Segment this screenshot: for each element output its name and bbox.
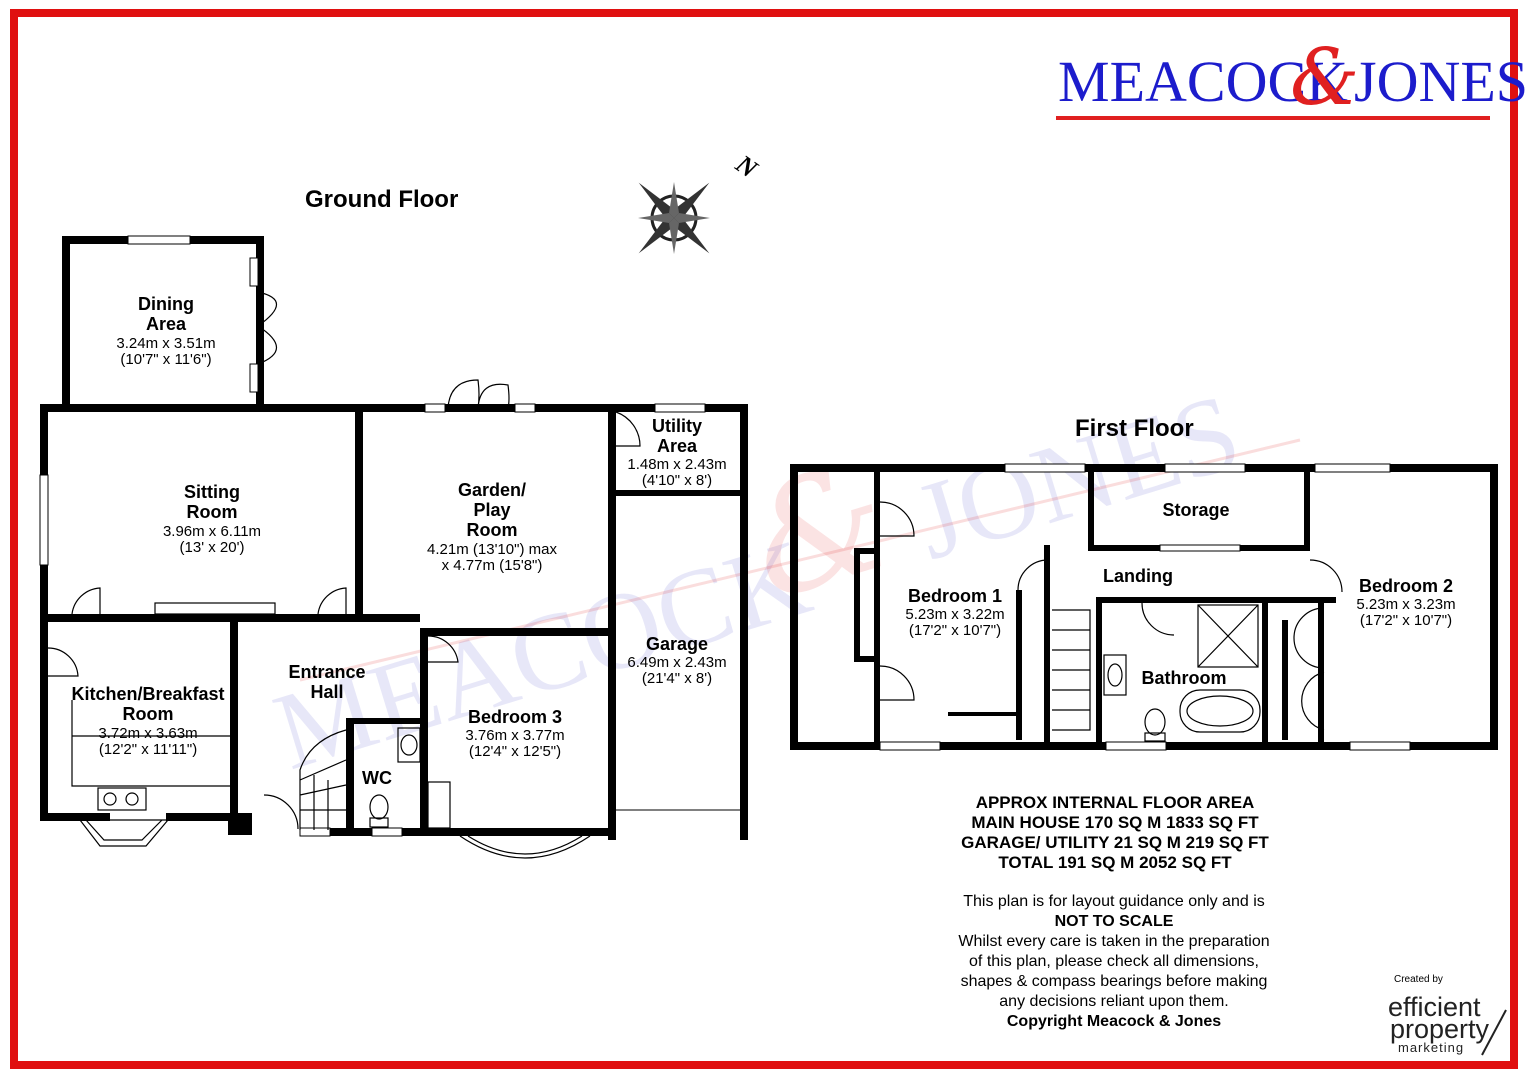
storage-name: Storage [1162,500,1229,520]
hall-name-1: Entrance [288,662,365,682]
brand-name-right: JONES [1354,49,1528,114]
bedroom3-metric: 3.76m x 3.77m [465,727,564,744]
garden-name-1: Garden/ [458,480,526,500]
garage-metric: 6.49m x 2.43m [627,654,726,671]
disclaimer-line-4: of this plan, please check all dimension… [969,953,1259,970]
area-line-3: GARAGE/ UTILITY 21 SQ M 219 SQ FT [961,833,1269,852]
area-summary: APPROX INTERNAL FLOOR AREA MAIN HOUSE 17… [961,793,1269,872]
area-line-1: APPROX INTERNAL FLOOR AREA [976,793,1255,812]
bedroom2-name: Bedroom 2 [1359,576,1453,596]
sitting-imperial: (13' x 20') [180,539,245,556]
bedroom3-name: Bedroom 3 [468,707,562,727]
brand-ampersand: & [1290,33,1359,123]
kitchen-metric: 3.72m x 3.63m [98,725,197,742]
sitting-name-1: Sitting [184,482,240,502]
disclaimer-line-1: This plan is for layout guidance only an… [963,893,1265,910]
garage-imperial: (21'4" x 8') [642,670,712,687]
brand-underline [1056,116,1490,120]
brand-logo: MEACOCK & JONES [1056,33,1528,123]
compass-north-label: N [730,149,764,185]
bedroom1-name: Bedroom 1 [908,586,1002,606]
dining-name-2: Area [146,314,187,334]
first-floor-title: First Floor [1075,415,1194,442]
garden-metric: 4.21m (13'10") max [427,541,557,558]
utility-metric: 1.48m x 2.43m [627,456,726,473]
dining-imperial: (10'7" x 11'6") [120,351,211,368]
disclaimer-line-7: Copyright Meacock & Jones [1007,1013,1221,1030]
kitchen-name-1: Kitchen/Breakfast [71,684,224,704]
disclaimer: This plan is for layout guidance only an… [958,893,1269,1030]
garden-name-2: Play [473,500,510,520]
bedroom3-imperial: (12'4" x 12'5") [469,743,561,760]
disclaimer-line-5: shapes & compass bearings before making [961,973,1268,990]
ground-floor-fixtures [39,235,740,859]
area-line-2: MAIN HOUSE 170 SQ M 1833 SQ FT [971,813,1259,832]
bedroom1-metric: 5.23m x 3.22m [905,606,1004,623]
hall-name-2: Hall [310,682,343,702]
bathroom-name: Bathroom [1142,668,1227,688]
credit-word-property: property [1390,1014,1490,1044]
garage-name: Garage [646,634,708,654]
disclaimer-line-6: any decisions reliant upon them. [999,993,1228,1010]
sitting-name-2: Room [187,502,238,522]
dining-metric: 3.24m x 3.51m [116,335,215,352]
sitting-metric: 3.96m x 6.11m [163,523,261,540]
bedroom2-metric: 5.23m x 3.23m [1356,596,1455,613]
area-line-4: TOTAL 191 SQ M 2052 SQ FT [998,853,1232,872]
ground-floor-labels: Dining Area 3.24m x 3.51m (10'7" x 11'6"… [71,294,726,788]
dining-name-1: Dining [138,294,194,314]
bedroom1-imperial: (17'2" x 10'7") [909,622,1001,639]
garden-name-3: Room [467,520,518,540]
kitchen-imperial: (12'2" x 11'11") [99,741,197,758]
wc-name: WC [362,768,392,788]
first-floor-labels: Bedroom 1 5.23m x 3.22m (17'2" x 10'7") … [905,500,1455,688]
credit-created-by: Created by [1394,974,1443,985]
disclaimer-line-2: NOT TO SCALE [1055,913,1174,930]
page-border [10,9,1518,1069]
utility-name-2: Area [657,436,698,456]
brand-name-left: MEACOCK [1058,49,1348,114]
utility-name-1: Utility [652,416,702,436]
efficient-property-marketing-logo: Created by efficient property marketing [1388,974,1507,1056]
utility-imperial: (4'10" x 8') [642,472,712,489]
bedroom2-imperial: (17'2" x 10'7") [1360,612,1452,629]
kitchen-name-2: Room [123,704,174,724]
ground-floor-title: Ground Floor [305,186,458,213]
disclaimer-line-3: Whilst every care is taken in the prepar… [958,933,1269,950]
garden-imperial: x 4.77m (15'8") [442,557,543,574]
credit-word-marketing: marketing [1398,1040,1464,1055]
landing-name: Landing [1103,566,1173,586]
first-floor-fixtures [879,463,1411,751]
credit-word-efficient: efficient [1388,992,1481,1022]
compass-rose-icon: N [638,149,764,254]
